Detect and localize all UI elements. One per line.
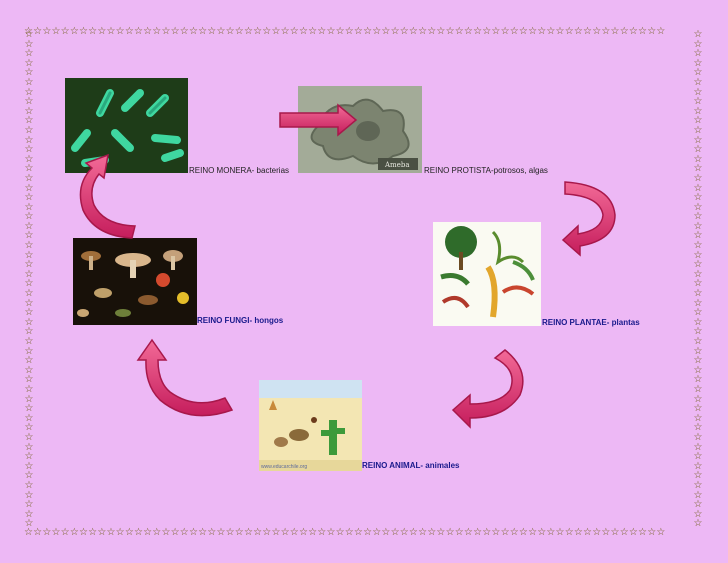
arrow-fungi-to-monera bbox=[80, 155, 135, 238]
arrow-animal-to-fungi bbox=[138, 340, 232, 416]
arrow-monera-to-protista bbox=[280, 105, 356, 135]
arrow-plantae-to-animal bbox=[453, 350, 523, 427]
arrow-protista-to-plantae bbox=[563, 182, 615, 255]
